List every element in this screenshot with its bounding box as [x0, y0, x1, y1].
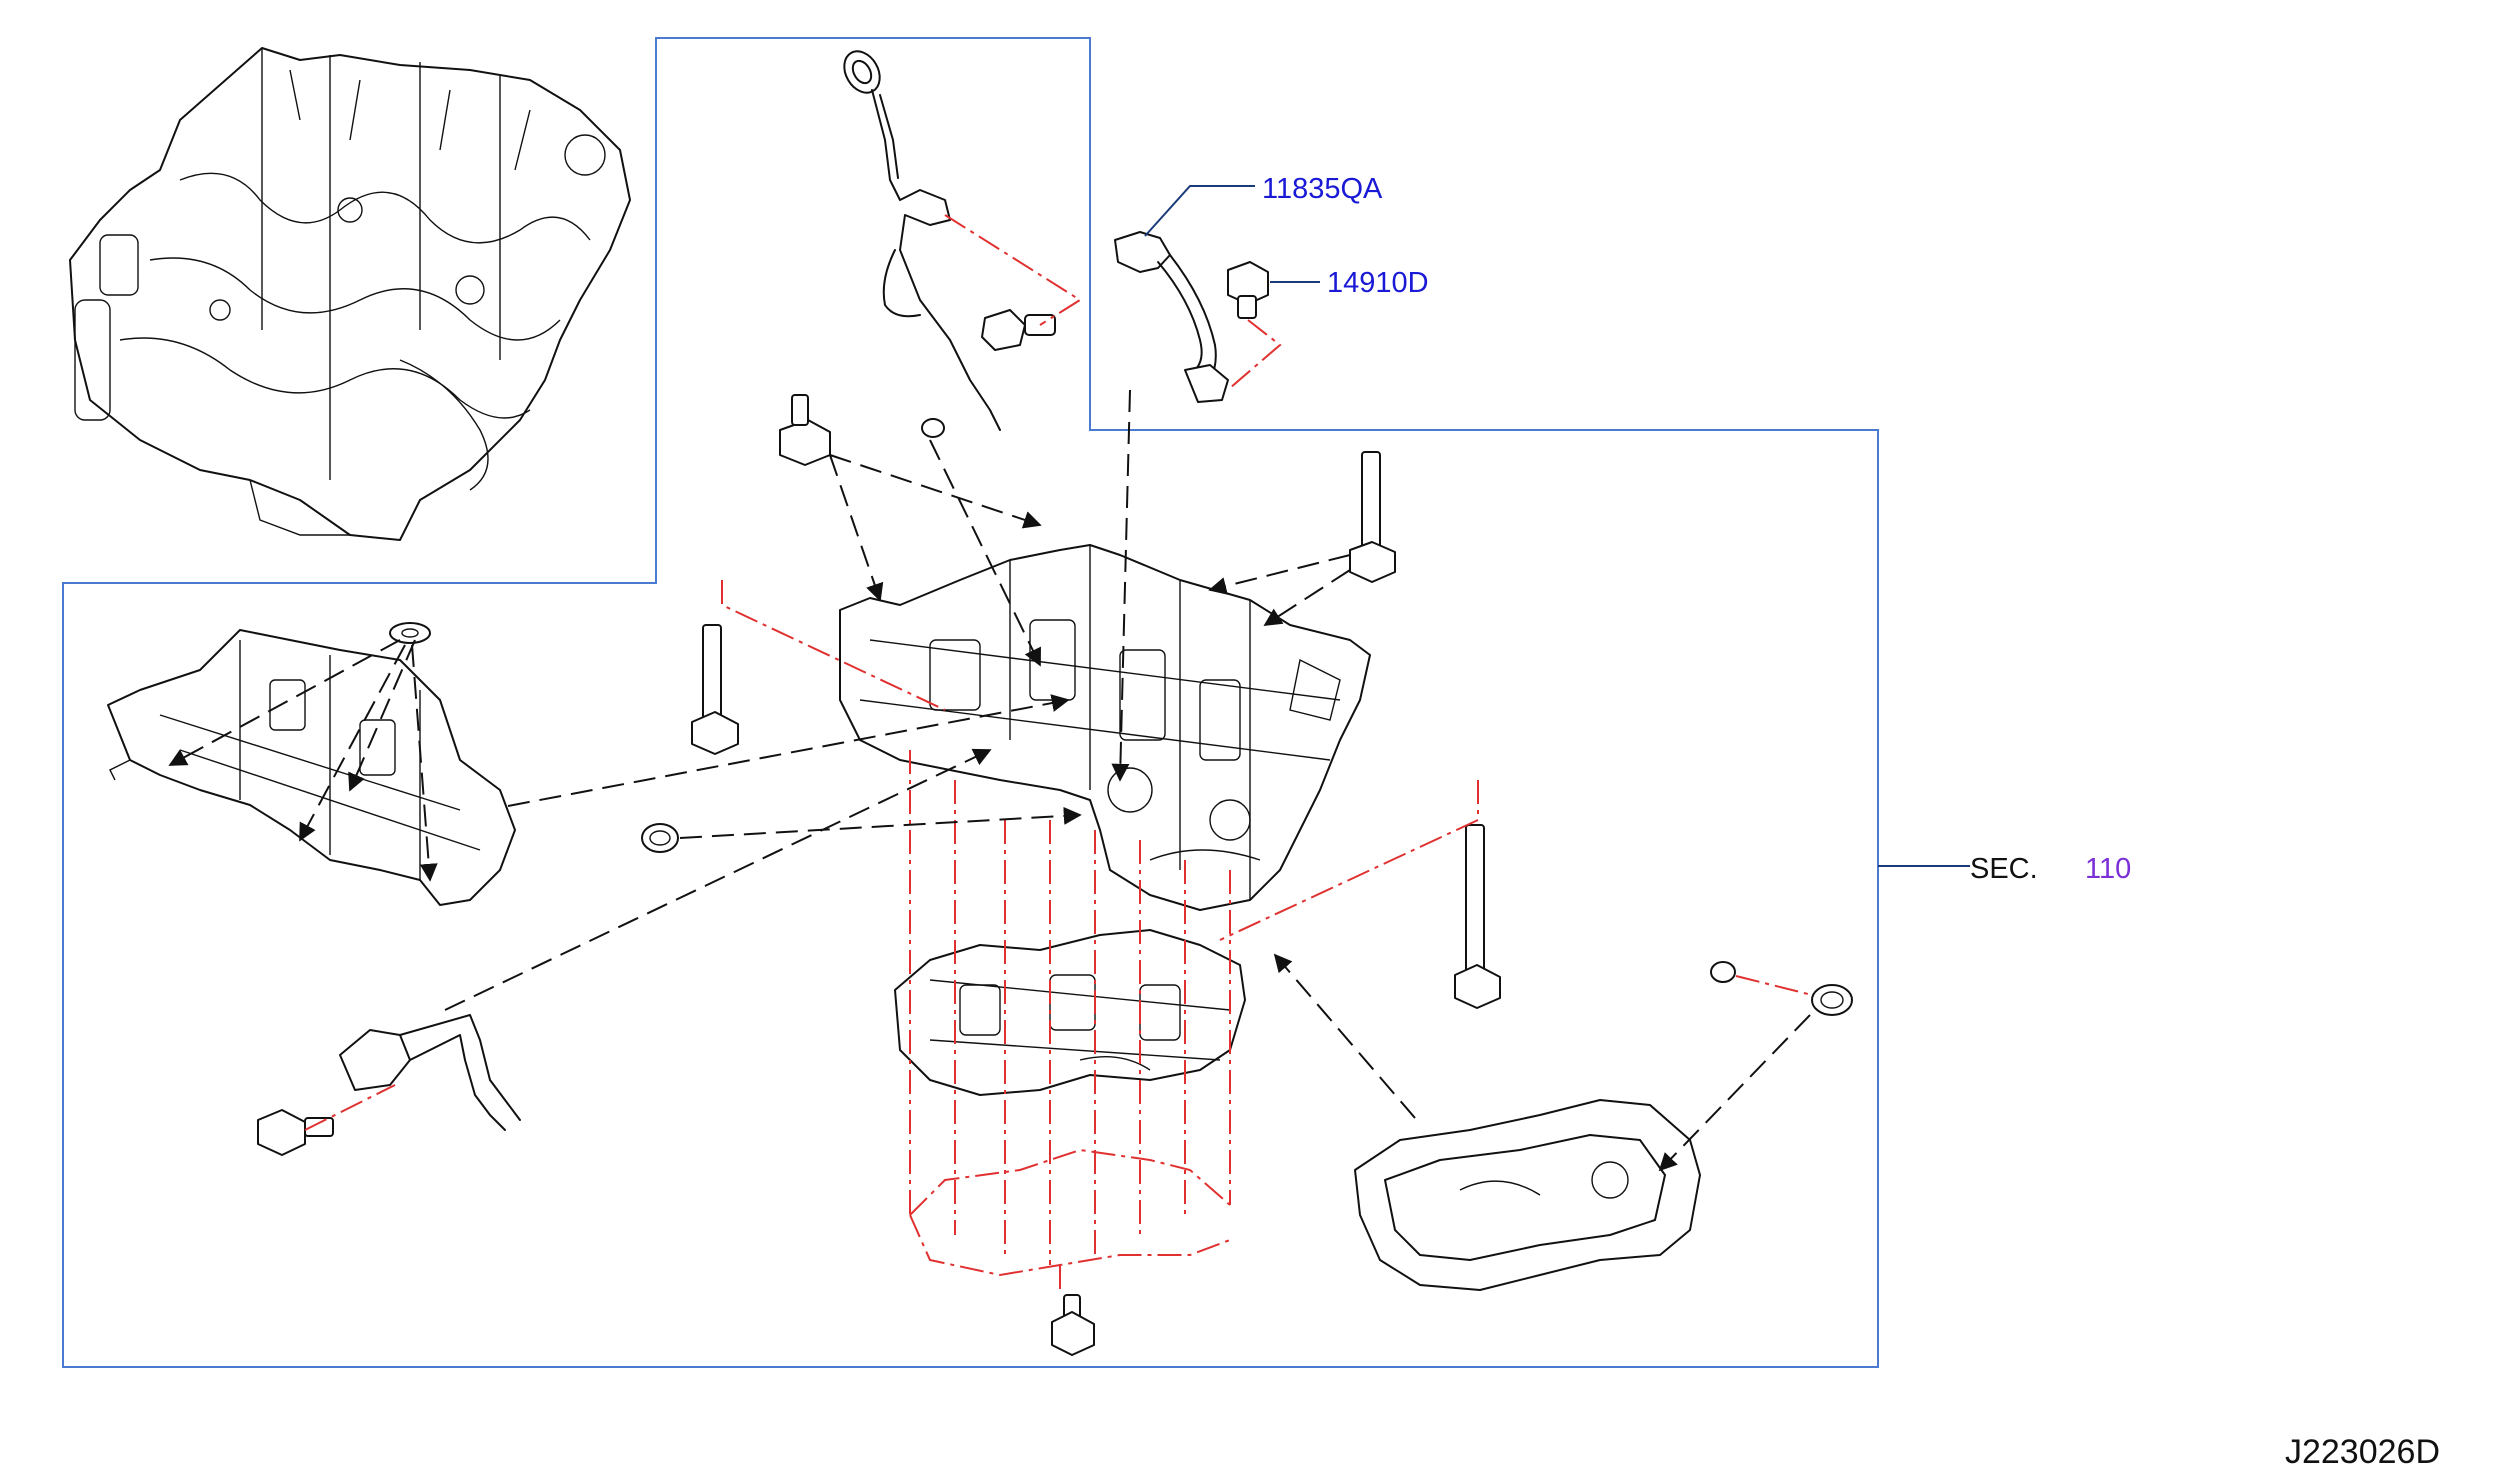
engine-assembly-illustration — [69, 47, 631, 541]
sensor-bolt-red-line — [304, 1084, 396, 1131]
lower-crankcase-part — [107, 629, 516, 906]
sec-prefix-label: SEC. — [1970, 853, 2038, 885]
callout-label-11835qa: 11835QA — [1262, 173, 1383, 205]
hose-to-bolt-line — [1229, 319, 1282, 389]
oil-pan-bolt-bottom — [1051, 1294, 1095, 1356]
washer-to-plug-line — [1735, 975, 1813, 996]
dipstick-seal — [921, 418, 945, 438]
block-bolt-left-long — [691, 624, 739, 755]
sec-number-label: 110 — [2085, 853, 2131, 885]
block-bolt-upper-right — [1349, 451, 1396, 583]
oil-pan-upper — [894, 929, 1246, 1096]
gauge-bolt — [981, 309, 1056, 351]
oil-pan-phantom-lines — [721, 580, 1479, 1295]
oil-pan-lower — [1354, 1099, 1701, 1291]
callout-label-14910d: 14910D — [1327, 267, 1429, 299]
assembly-arrows — [168, 389, 1811, 1172]
block-bolt-lower-right-long — [1454, 824, 1501, 1009]
section-frame — [62, 37, 1879, 1368]
hose-11835qa — [1114, 231, 1229, 403]
sensor-bolt — [257, 1109, 334, 1156]
drain-plug — [1811, 984, 1853, 1016]
drain-plug-washer — [1710, 961, 1736, 983]
oil-level-gauge — [843, 50, 1001, 431]
block-bolt-upper-left — [779, 394, 831, 466]
bolt-14910d — [1227, 261, 1269, 319]
callout-leader-11835qa — [1144, 185, 1255, 237]
cylinder-block — [839, 544, 1371, 911]
seal-ring — [641, 823, 679, 853]
oil-jet-part — [389, 622, 431, 644]
gauge-to-bolt-line — [944, 214, 1082, 326]
sensor-harness — [339, 1014, 521, 1131]
diagram-reference-code: J223026D — [2285, 1433, 2440, 1471]
